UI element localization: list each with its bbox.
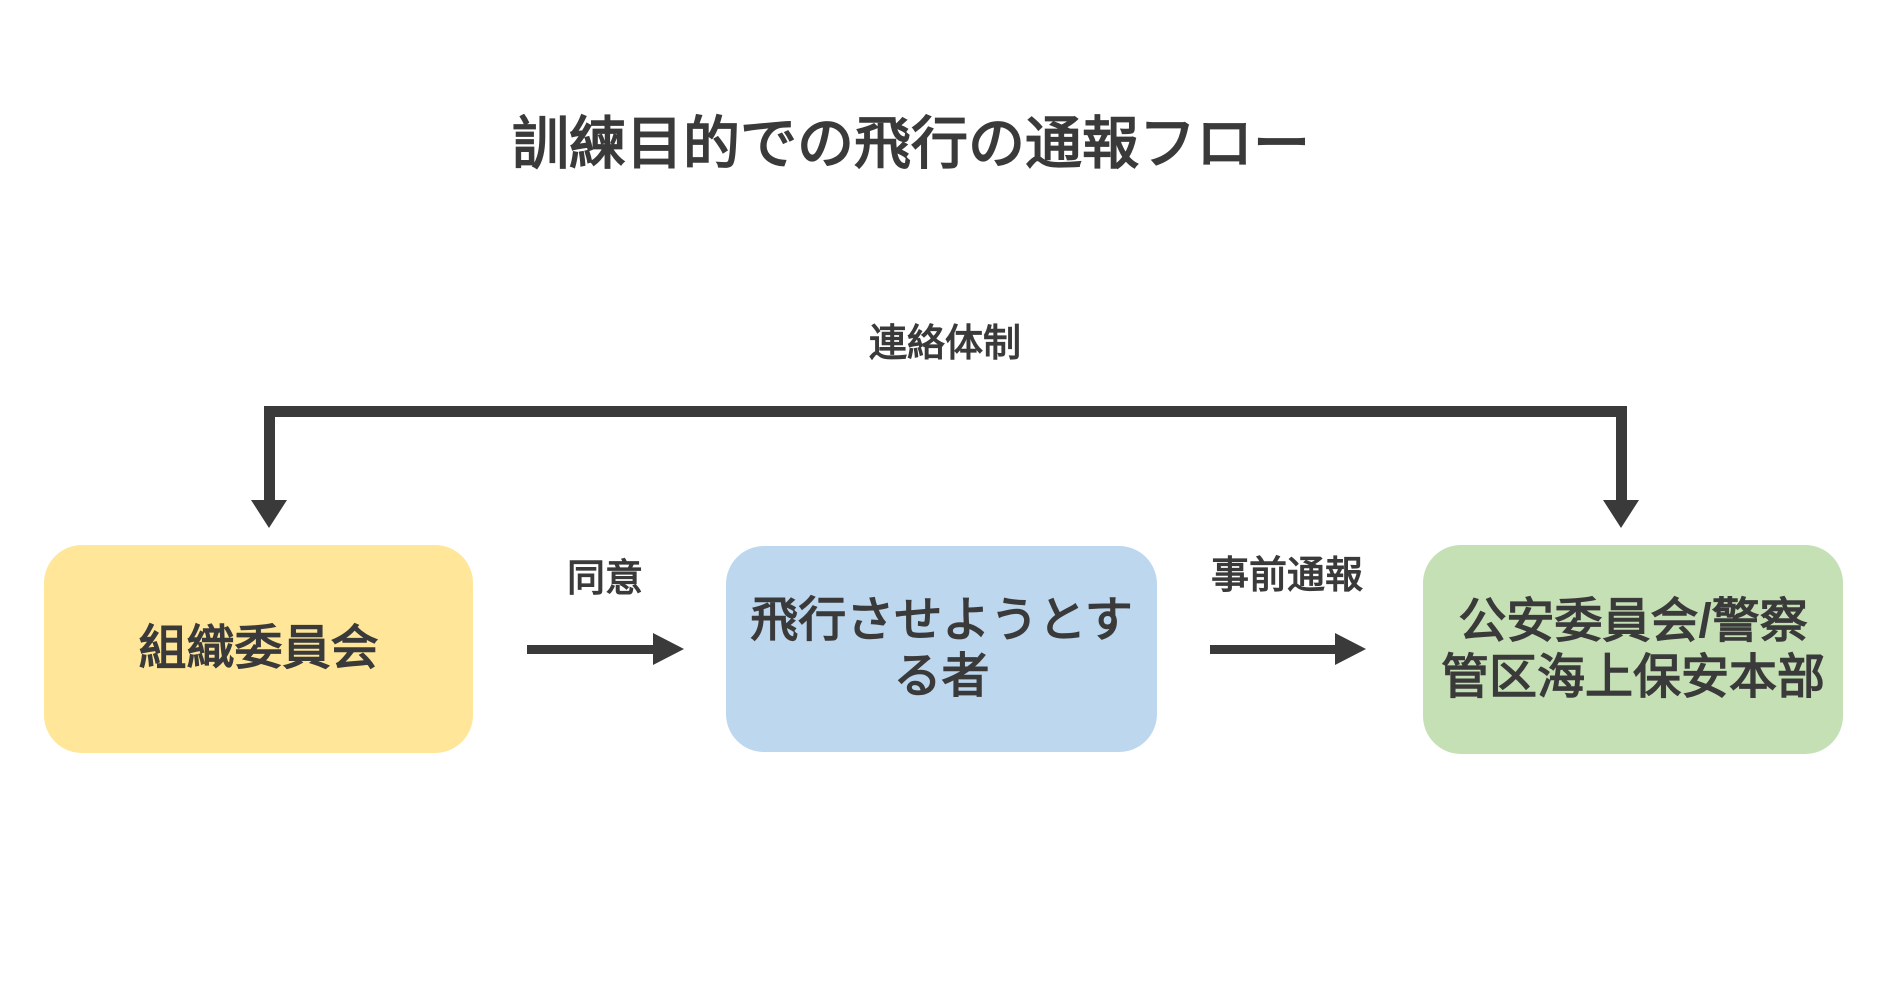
node-label: 飛行させようとす bbox=[750, 594, 1133, 648]
node-organizing-committee: 組織委員会 bbox=[44, 545, 473, 753]
node-label: 管区海上保安本部 bbox=[1440, 650, 1825, 704]
page-title: 訓練目的での飛行の通報フロー bbox=[512, 112, 1310, 176]
node-public-safety-commission: 公安委員会/警察 管区海上保安本部 bbox=[1423, 545, 1843, 754]
edge-label-consent: 同意 bbox=[566, 558, 643, 600]
down-arrow-icon-right bbox=[1603, 500, 1639, 528]
arrow-consent bbox=[527, 645, 654, 654]
node-label: 公安委員会/警察 bbox=[1458, 594, 1808, 648]
right-arrow-icon-consent bbox=[653, 633, 684, 665]
arrow-advance-notification bbox=[1210, 645, 1336, 654]
connector-label-renraku-taisei: 連絡体制 bbox=[868, 323, 1021, 365]
node-person-intending-flight: 飛行させようとす る者 bbox=[726, 546, 1157, 752]
connector-line-horizontal bbox=[264, 406, 1627, 417]
right-arrow-icon-advance-notification bbox=[1335, 633, 1366, 665]
edge-label-advance-notification: 事前通報 bbox=[1210, 555, 1363, 597]
down-arrow-icon-left bbox=[251, 500, 287, 528]
connector-line-vertical-left bbox=[264, 406, 275, 502]
connector-line-vertical-right bbox=[1616, 406, 1627, 502]
node-label: る者 bbox=[893, 650, 990, 703]
node-label: 組織委員会 bbox=[138, 622, 379, 676]
